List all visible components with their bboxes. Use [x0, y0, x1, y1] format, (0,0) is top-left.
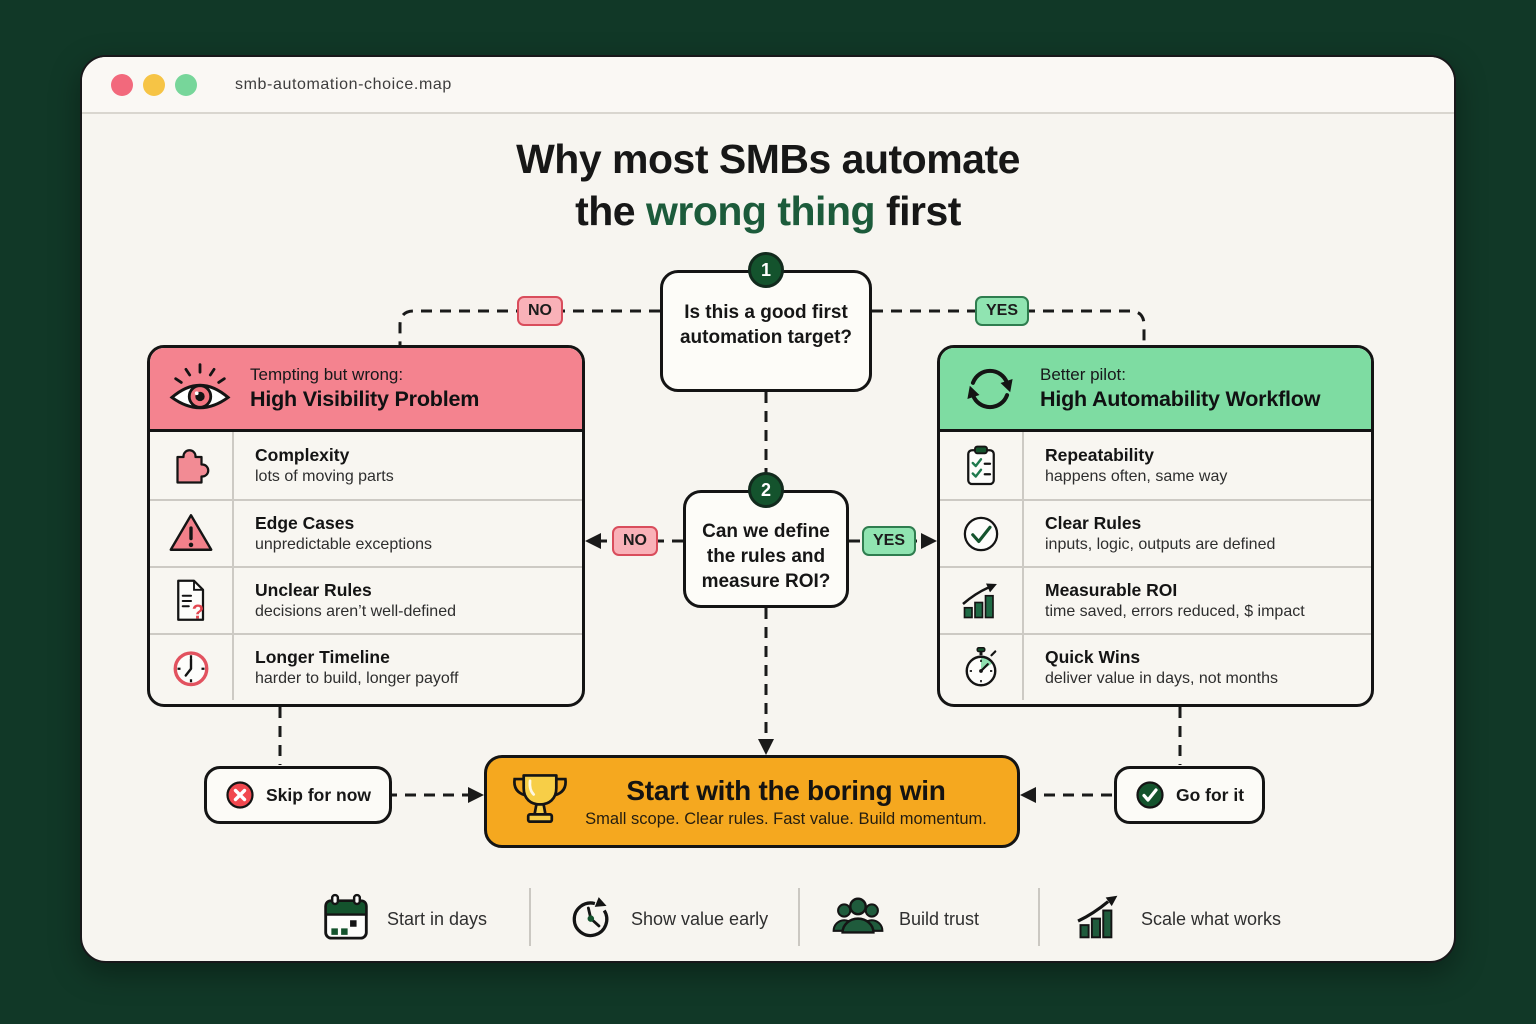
footer-item-start-in-days: Start in days	[320, 891, 487, 947]
row-title: Edge Cases	[255, 513, 355, 533]
footer-item-scale-what-works: Scale what works	[1074, 891, 1281, 947]
yes-label-1: YES	[974, 296, 1030, 326]
roi-chart-icon	[940, 568, 1024, 633]
panel-row: Quick Wins deliver value in days, not mo…	[940, 633, 1371, 700]
wrong-panel-kicker: Tempting but wrong:	[250, 365, 404, 384]
check-circle-icon	[940, 501, 1024, 566]
close-window-icon[interactable]	[111, 73, 133, 96]
go-for-it-button[interactable]: Go for it	[1114, 766, 1266, 824]
row-title: Unclear Rules	[255, 580, 372, 600]
row-desc: lots of moving parts	[255, 468, 394, 485]
eye-icon	[150, 360, 250, 418]
panel-row: ? Unclear Rules decisions aren’t well-de…	[150, 566, 582, 633]
better-panel-kicker: Better pilot:	[1040, 365, 1126, 384]
green-check-icon	[1136, 781, 1164, 809]
refresh-icon	[940, 360, 1040, 418]
no-label-2: NO	[612, 526, 658, 556]
footer-item-build-trust: Build trust	[832, 891, 979, 947]
trophy-icon	[511, 768, 569, 835]
high-visibility-panel-header: Tempting but wrong: High Visibility Prob…	[150, 348, 582, 432]
app-window: smb-automation-choice.map Why most SMBs …	[80, 55, 1456, 963]
outcome-banner: Start with the boring win Small scope. C…	[484, 755, 1020, 848]
row-title: Measurable ROI	[1045, 580, 1178, 600]
red-x-icon	[226, 781, 254, 809]
skip-for-now-button[interactable]: Skip for now	[204, 766, 392, 824]
row-desc: unpredictable exceptions	[255, 536, 433, 553]
wrong-panel-title: High Visibility Problem	[250, 387, 480, 411]
decision-node-2: Can we define the rules and measure ROI?	[683, 490, 849, 608]
footer-label: Scale what works	[1141, 908, 1282, 929]
panel-row: Edge Cases unpredictable exceptions	[150, 499, 582, 566]
warning-icon	[150, 501, 234, 566]
minimize-window-icon[interactable]	[143, 73, 165, 96]
footer-label: Show value early	[631, 908, 769, 929]
row-title: Quick Wins	[1045, 647, 1141, 667]
calendar-icon	[320, 891, 372, 948]
clipboard-checks-icon	[940, 432, 1024, 499]
decision-2-question: Can we define the rules and measure ROI?	[701, 521, 831, 592]
page-title: Why most SMBs automate the wrong thing f…	[82, 133, 1454, 237]
row-title: Longer Timeline	[255, 647, 390, 667]
outcome-title: Start with the boring win	[626, 774, 946, 806]
row-title: Clear Rules	[1045, 513, 1142, 533]
better-panel-title: High Automability Workflow	[1040, 387, 1321, 411]
high-automability-panel: Better pilot: High Automability Workflow	[937, 345, 1374, 707]
footer-divider	[798, 888, 800, 946]
decision-1-question: Is this a good first automation target?	[679, 302, 853, 348]
growth-chart-icon	[1074, 891, 1126, 948]
row-desc: harder to build, longer payoff	[255, 670, 459, 687]
panel-row: Measurable ROI time saved, errors reduce…	[940, 566, 1371, 633]
step-1-badge: 1	[748, 252, 784, 288]
panel-row: Clear Rules inputs, logic, outputs are d…	[940, 499, 1371, 566]
row-desc: deliver value in days, not months	[1045, 670, 1279, 687]
window-titlebar: smb-automation-choice.map	[82, 57, 1454, 114]
page-title-line1: Why most SMBs automate	[516, 136, 1020, 182]
row-desc: time saved, errors reduced, $ impact	[1045, 603, 1305, 620]
row-desc: happens often, same way	[1045, 468, 1228, 485]
people-icon	[832, 893, 884, 946]
row-title: Complexity	[255, 445, 350, 465]
highlighted-phrase: wrong thing	[645, 188, 876, 234]
clock-arrow-icon	[564, 891, 616, 948]
high-automability-panel-header: Better pilot: High Automability Workflow	[940, 348, 1371, 432]
document-question-icon: ?	[150, 568, 234, 633]
svg-text:?: ?	[192, 601, 204, 623]
puzzle-icon	[150, 432, 234, 499]
decision-node-1: Is this a good first automation target?	[660, 270, 872, 392]
page-title-line2: the wrong thing first	[575, 188, 961, 234]
stopwatch-icon	[940, 635, 1024, 700]
clock-icon	[150, 635, 234, 700]
footer-divider	[529, 888, 531, 946]
footer-item-show-value-early: Show value early	[564, 891, 768, 947]
high-visibility-panel: Tempting but wrong: High Visibility Prob…	[147, 345, 585, 707]
go-button-label: Go for it	[1176, 784, 1245, 805]
row-desc: decisions aren’t well-defined	[255, 603, 456, 620]
no-label-1: NO	[517, 296, 563, 326]
flow-connectors	[278, 309, 1182, 803]
yes-label-2: YES	[861, 526, 917, 556]
window-title: smb-automation-choice.map	[235, 75, 452, 93]
row-title: Repeatability	[1045, 445, 1154, 465]
step-2-badge: 2	[748, 472, 784, 508]
row-desc: inputs, logic, outputs are defined	[1045, 536, 1276, 553]
panel-row: Longer Timeline harder to build, longer …	[150, 633, 582, 700]
panel-row: Complexity lots of moving parts	[150, 432, 582, 499]
footer-label: Build trust	[899, 908, 980, 929]
maximize-window-icon[interactable]	[175, 73, 197, 96]
panel-row: Repeatability happens often, same way	[940, 432, 1371, 499]
footer-label: Start in days	[387, 908, 488, 929]
footer-divider	[1038, 888, 1040, 946]
skip-button-label: Skip for now	[266, 784, 371, 805]
outcome-subtitle: Small scope. Clear rules. Fast value. Bu…	[585, 809, 987, 828]
